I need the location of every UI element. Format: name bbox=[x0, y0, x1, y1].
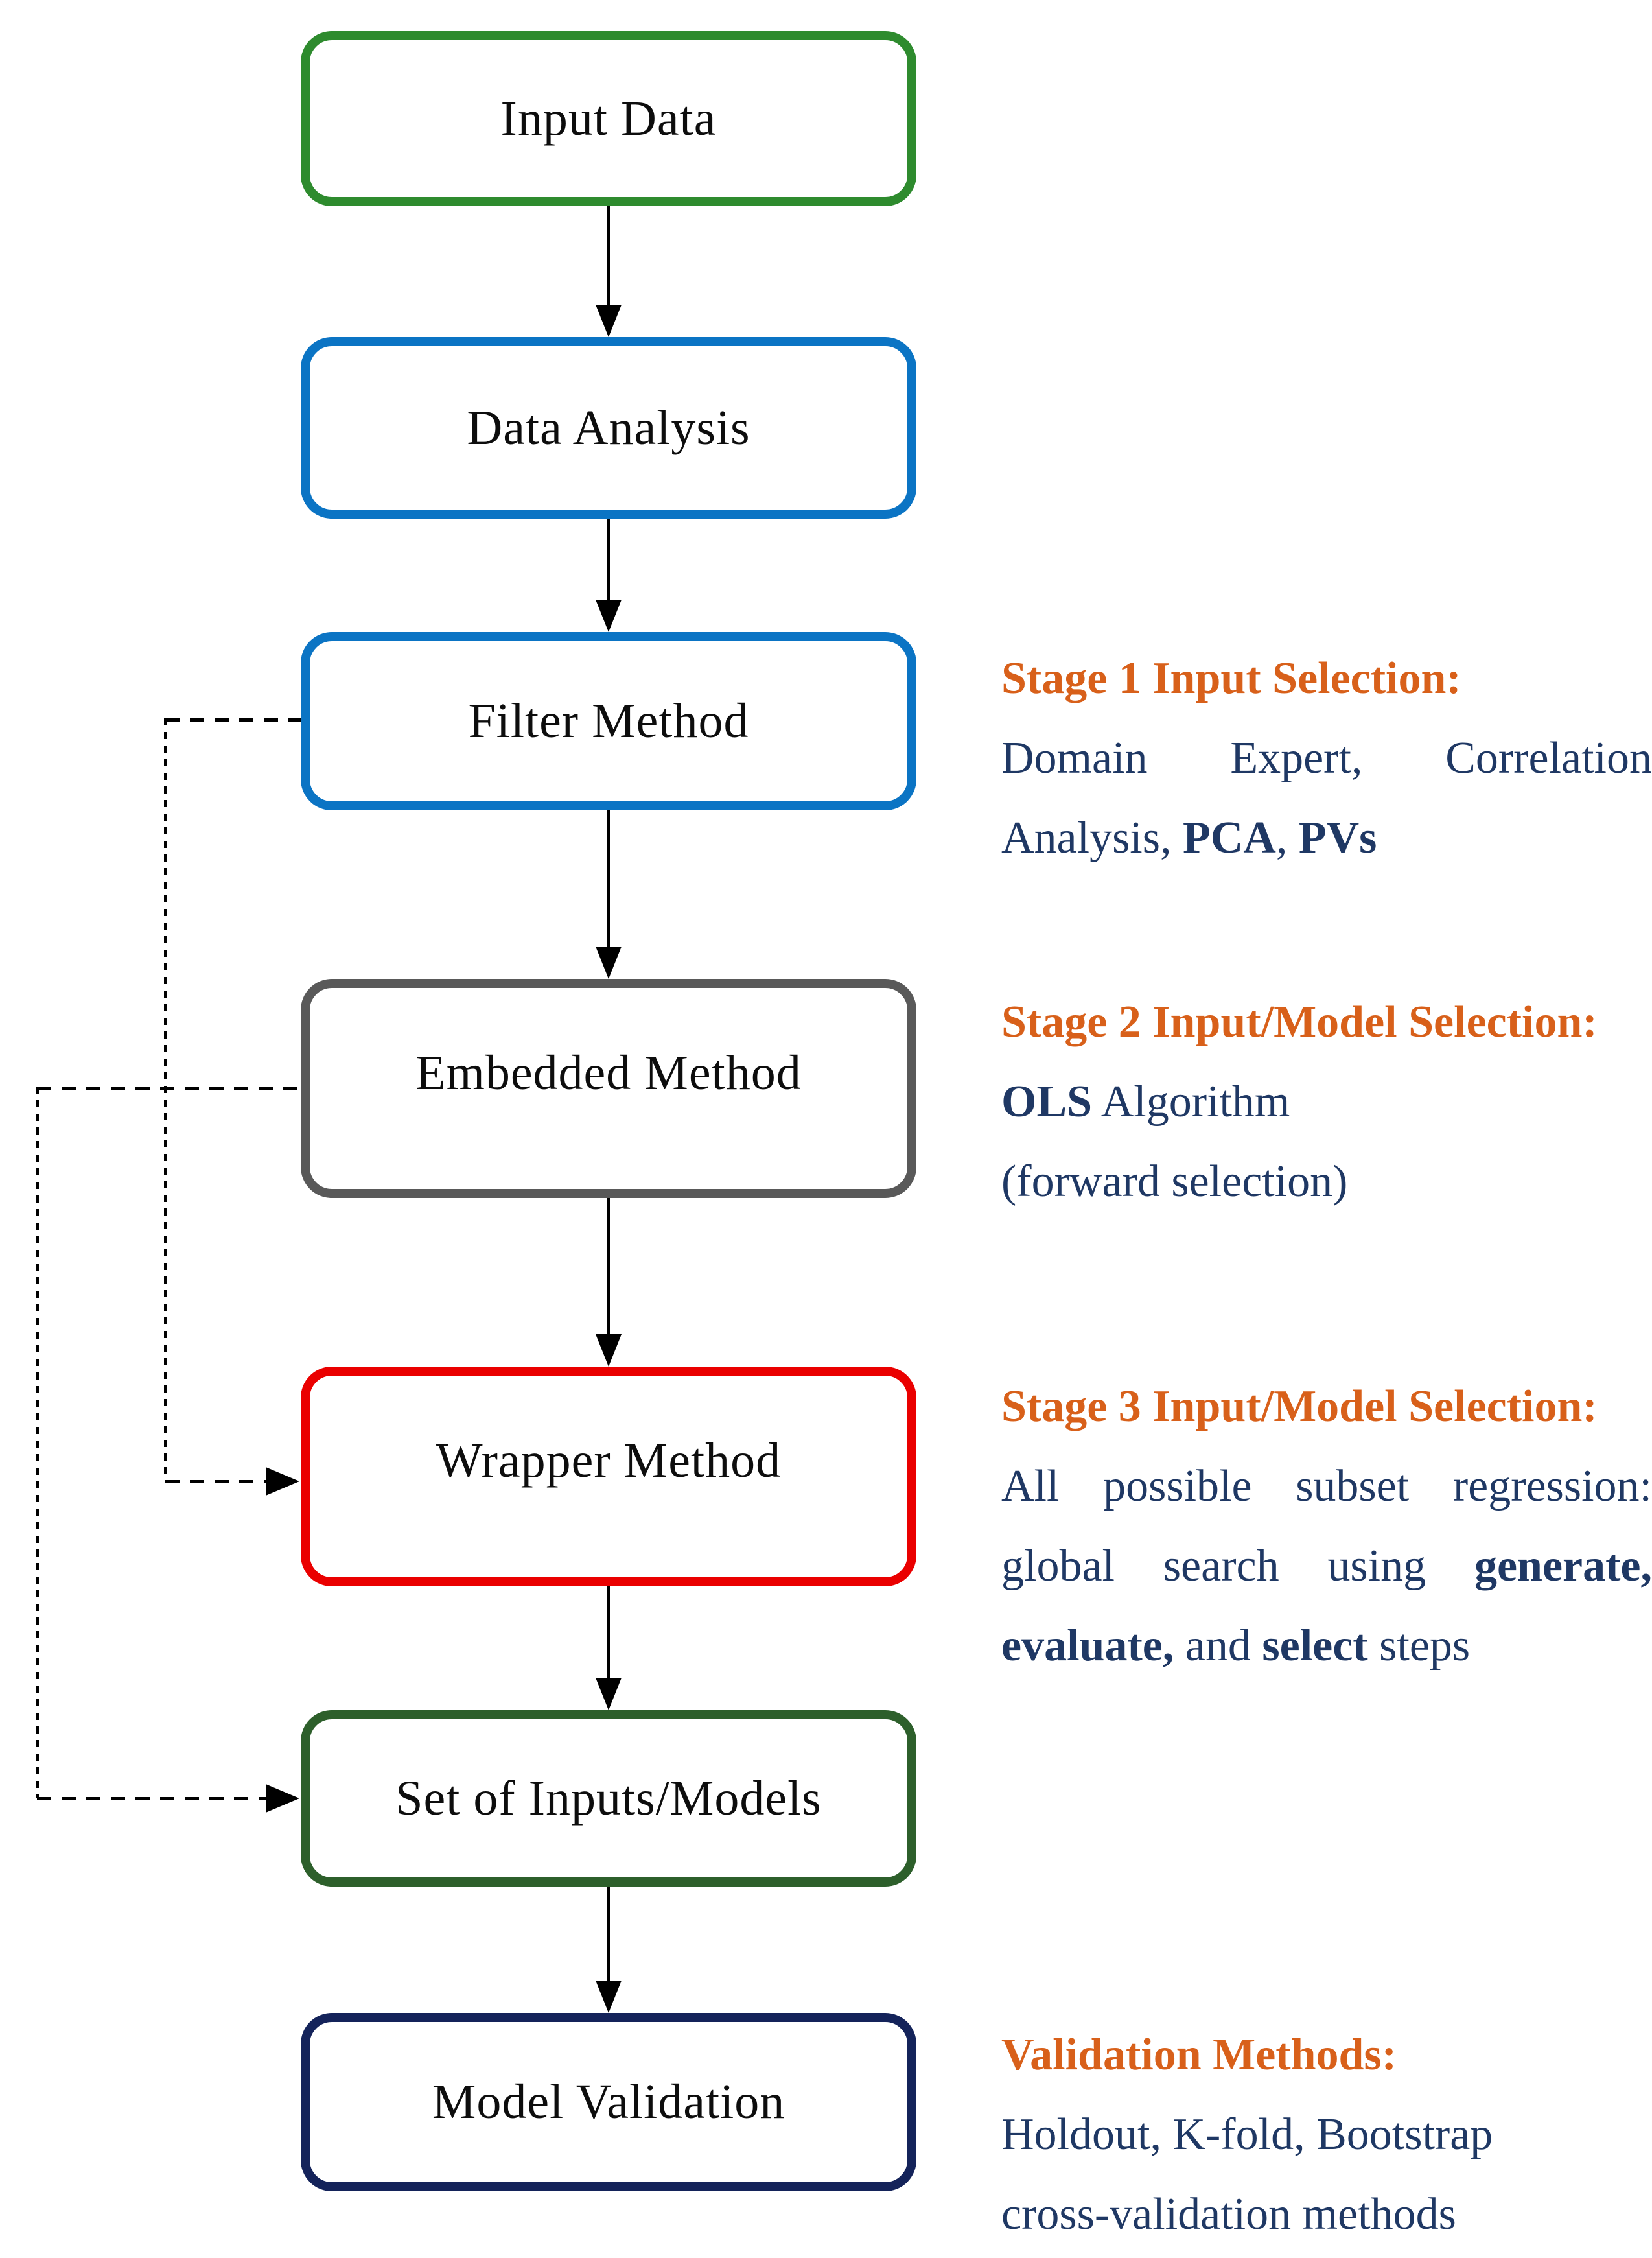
annotation-validation-heading: Validation Methods: bbox=[1001, 2030, 1397, 2080]
annotation-stage1-heading: Stage 1 Input Selection: bbox=[1001, 653, 1461, 703]
annotation-bold-term: generate, bbox=[1474, 1541, 1652, 1591]
arrow-line-embedded-to-wrapper bbox=[607, 1198, 610, 1347]
arrow-head-set-to-validation bbox=[596, 1981, 622, 2013]
annotation-bold-term: PCA bbox=[1183, 813, 1276, 863]
flow-box-wrapper-method: Wrapper Method bbox=[301, 1367, 916, 1586]
dashed-arrow-head-wrapper bbox=[266, 1467, 299, 1496]
annotation-text-segment: search bbox=[1163, 1541, 1279, 1591]
flow-box-model-validation: Model Validation bbox=[301, 2013, 916, 2191]
annotation-text-segment: Expert, bbox=[1230, 733, 1363, 783]
flow-box-filter-method: Filter Method bbox=[301, 632, 916, 810]
arrow-head-filter-to-embedded bbox=[596, 947, 622, 979]
arrow-head-input-to-analysis bbox=[596, 305, 622, 337]
annotation-bold-term: OLS bbox=[1001, 1077, 1093, 1127]
annotation-text-segment: Domain bbox=[1001, 733, 1148, 783]
annotation-bold-term: select bbox=[1262, 1621, 1368, 1671]
annotation-validation: Validation Methods: Holdout, K-fold, Boo… bbox=[1001, 2015, 1652, 2254]
annotation-text-segment: All bbox=[1001, 1461, 1060, 1511]
annotation-stage1-line-2: Analysis, PCA, PVs bbox=[1001, 798, 1652, 878]
dashed-connector-filter-to-wrapper-end bbox=[165, 1480, 267, 1483]
dashed-connector-filter-to-wrapper-start bbox=[165, 718, 301, 722]
flow-box-embedded-method: Embedded Method bbox=[301, 979, 916, 1198]
annotation-text-segment: subset bbox=[1296, 1461, 1410, 1511]
annotation-validation-line-1: Holdout, K-fold, Bootstrap bbox=[1001, 2095, 1652, 2174]
annotation-stage2-line-1: OLS Algorithm bbox=[1001, 1062, 1652, 1142]
flow-box-label-wrapper-method: Wrapper Method bbox=[436, 1433, 782, 1488]
dashed-connector-embedded-to-set-end bbox=[37, 1797, 267, 1800]
annotation-text-segment: and bbox=[1174, 1621, 1262, 1671]
annotation-text-segment: regression: bbox=[1452, 1461, 1652, 1511]
annotation-stage3-line-1: All possible subset regression: bbox=[1001, 1446, 1652, 1526]
annotation-validation-line-2: cross-validation methods bbox=[1001, 2174, 1652, 2254]
annotation-text-segment: , bbox=[1275, 813, 1299, 863]
annotation-text-segment: global bbox=[1001, 1541, 1115, 1591]
annotation-text-segment: possible bbox=[1103, 1461, 1252, 1511]
flow-box-label-input-data: Input Data bbox=[500, 91, 717, 146]
annotation-stage3-line-3: evaluate, and select steps bbox=[1001, 1606, 1652, 1686]
flow-box-data-analysis: Data Analysis bbox=[301, 337, 916, 519]
flow-box-input-data: Input Data bbox=[301, 31, 916, 206]
dashed-connector-filter-to-wrapper-vertical bbox=[164, 718, 167, 1481]
arrow-head-analysis-to-filter bbox=[596, 600, 622, 632]
annotation-text-segment: (forward selection) bbox=[1001, 1157, 1348, 1206]
annotation-text-segment: cross-validation methods bbox=[1001, 2189, 1456, 2239]
annotation-stage2-line-2: (forward selection) bbox=[1001, 1142, 1652, 1221]
annotation-text-segment: Algorithm bbox=[1092, 1077, 1290, 1127]
annotation-stage1-line-1: Domain Expert, Correlation bbox=[1001, 718, 1652, 798]
dashed-connector-embedded-to-set-start bbox=[37, 1087, 301, 1090]
annotation-bold-term: PVs bbox=[1298, 813, 1377, 863]
annotation-text-segment: Analysis, bbox=[1001, 813, 1183, 863]
dashed-connector-embedded-to-set-vertical bbox=[36, 1087, 39, 1798]
annotation-text-segment: Holdout, K-fold, Bootstrap bbox=[1001, 2110, 1493, 2159]
annotation-text-segment: using bbox=[1327, 1541, 1426, 1591]
flow-box-set-of-inputs-models: Set of Inputs/Models bbox=[301, 1710, 916, 1887]
arrow-head-wrapper-to-set bbox=[596, 1678, 622, 1710]
annotation-stage3-line-2: global search using generate, bbox=[1001, 1526, 1652, 1606]
arrow-line-set-to-validation bbox=[607, 1887, 610, 1993]
flow-box-label-filter-method: Filter Method bbox=[468, 694, 749, 748]
annotation-stage1: Stage 1 Input Selection: Domain Expert, Co… bbox=[1001, 639, 1652, 878]
annotation-text-segment: steps bbox=[1367, 1621, 1471, 1671]
annotation-stage2: Stage 2 Input/Model Selection: OLS Algor… bbox=[1001, 982, 1652, 1221]
arrow-line-wrapper-to-set bbox=[607, 1586, 610, 1691]
annotation-stage3: Stage 3 Input/Model Selection: All possib… bbox=[1001, 1367, 1652, 1686]
arrow-line-filter-to-embedded bbox=[607, 810, 610, 959]
annotation-stage2-heading: Stage 2 Input/Model Selection: bbox=[1001, 997, 1598, 1047]
flow-box-label-data-analysis: Data Analysis bbox=[467, 400, 750, 455]
flow-box-label-set-of-inputs-models: Set of Inputs/Models bbox=[395, 1770, 822, 1826]
flow-box-label-model-validation: Model Validation bbox=[432, 2075, 785, 2129]
annotation-stage3-heading: Stage 3 Input/Model Selection: bbox=[1001, 1382, 1598, 1431]
dashed-arrow-head-set bbox=[266, 1784, 299, 1813]
annotation-text-segment: Correlation bbox=[1445, 733, 1652, 783]
flow-box-label-embedded-method: Embedded Method bbox=[415, 1045, 802, 1100]
arrow-line-analysis-to-filter bbox=[607, 519, 610, 606]
annotation-bold-term: evaluate, bbox=[1001, 1621, 1174, 1671]
arrow-head-embedded-to-wrapper bbox=[596, 1334, 622, 1367]
arrow-line-input-to-analysis bbox=[607, 206, 610, 318]
